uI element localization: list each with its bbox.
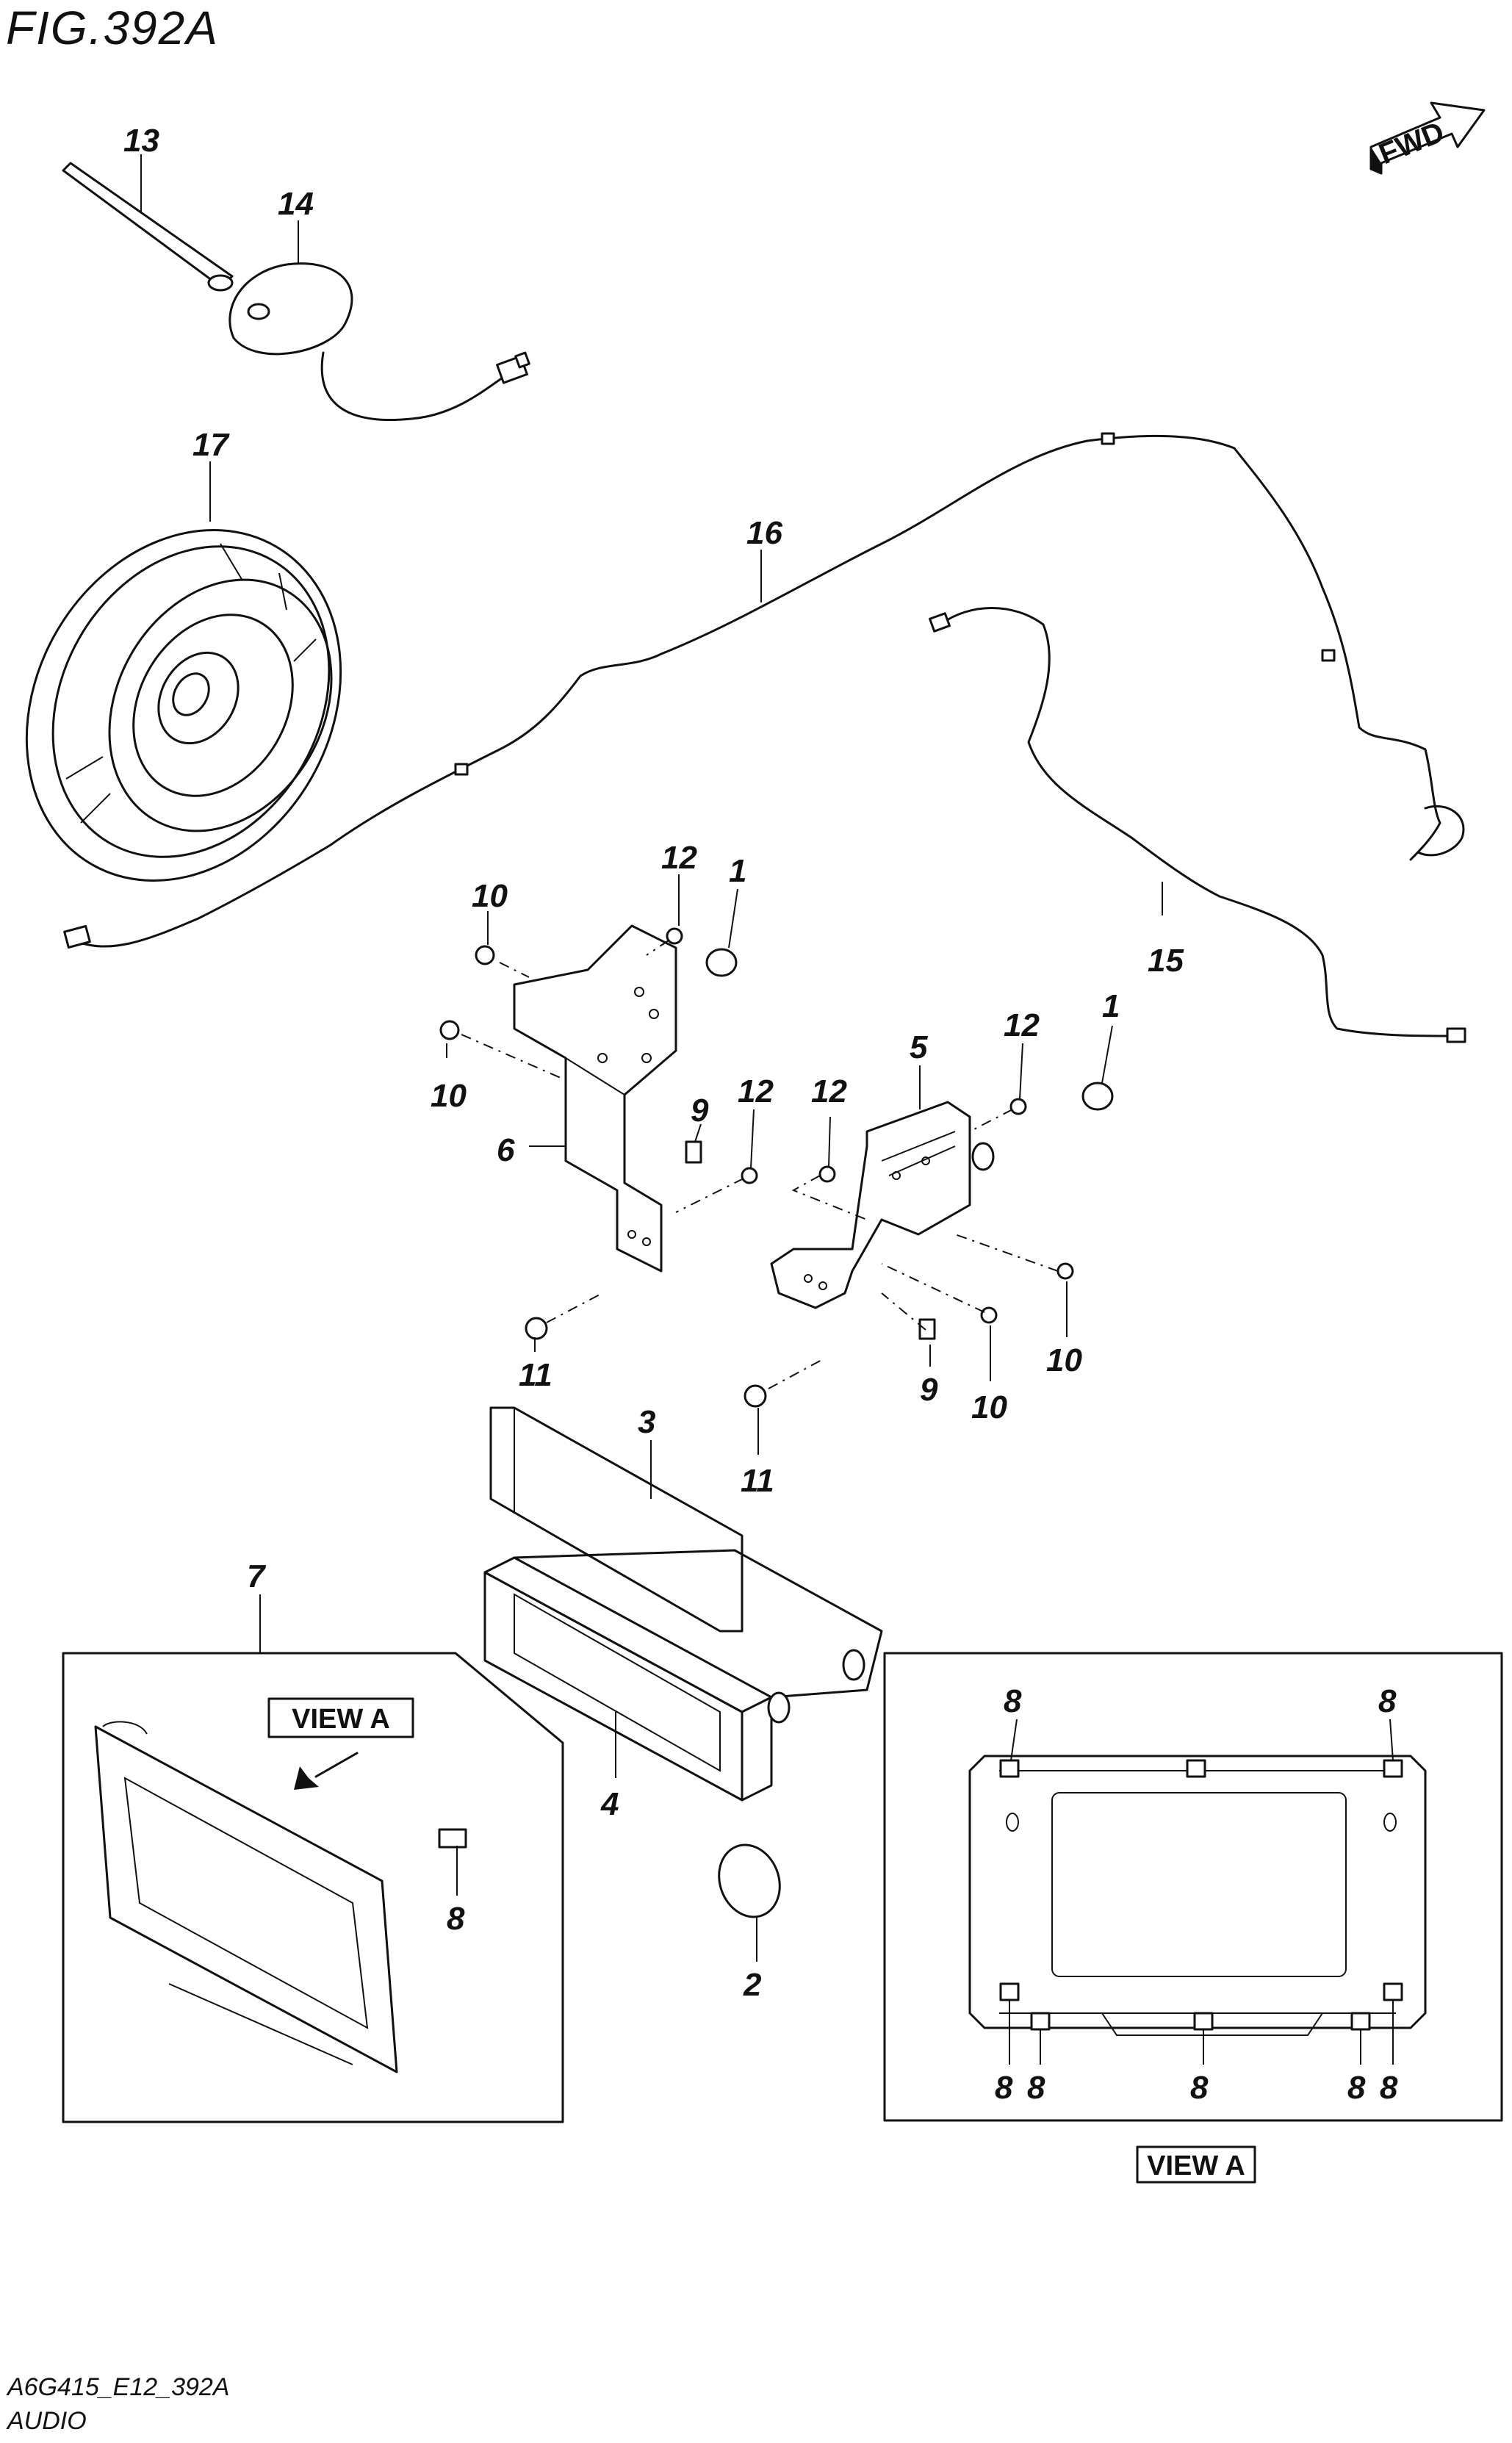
callout-8-c: 8 <box>1378 1683 1397 1719</box>
callout-7: 7 <box>247 1558 267 1594</box>
display-rear-view-box: VIEW A <box>883 1652 1503 2184</box>
callout-12-d: 12 <box>1004 1007 1040 1043</box>
callout-1-b: 1 <box>1102 988 1120 1024</box>
callout-8-a: 8 <box>447 1901 465 1937</box>
display-view-box: VIEW A <box>62 1652 564 2123</box>
view-a-badge-left: VIEW A <box>292 1704 390 1735</box>
callout-11-a: 11 <box>519 1357 552 1393</box>
bracket-right <box>770 1101 995 1309</box>
callout-3: 3 <box>638 1404 655 1440</box>
callout-8-e: 8 <box>1027 2070 1045 2106</box>
callout-14: 14 <box>278 186 314 222</box>
callout-12-b: 12 <box>738 1073 774 1109</box>
callout-8-d: 8 <box>995 2070 1013 2106</box>
section-name: AUDIO <box>6 2407 87 2435</box>
callout-12-a: 12 <box>661 840 697 876</box>
callout-16: 16 <box>746 515 782 551</box>
callout-8-f: 8 <box>1190 2070 1209 2106</box>
wiring-harness-16 <box>63 432 1465 949</box>
cap <box>718 1843 781 1918</box>
callout-11-b: 11 <box>741 1463 774 1499</box>
callout-8-h: 8 <box>1380 2070 1398 2106</box>
callout-13: 13 <box>123 123 159 159</box>
fasteners <box>439 927 1114 1408</box>
callout-10-a: 10 <box>472 878 508 914</box>
callout-15: 15 <box>1148 943 1184 979</box>
callout-17: 17 <box>192 427 230 463</box>
drawing-code: A6G415_E12_392A <box>6 2373 229 2401</box>
figure-title: FIG.392A <box>6 1 219 54</box>
fwd-arrow: FWD <box>1369 101 1486 175</box>
audio-unit <box>483 1549 883 1802</box>
fwd-label: FWD <box>1375 115 1449 170</box>
callout-6: 6 <box>497 1132 515 1168</box>
callout-8-g: 8 <box>1347 2070 1366 2106</box>
speaker <box>25 529 342 882</box>
antenna-rod <box>62 162 234 292</box>
callout-10-d: 10 <box>971 1389 1007 1425</box>
callout-4: 4 <box>600 1786 619 1822</box>
callout-1-a: 1 <box>729 853 746 889</box>
wiring-harness-15 <box>929 607 1466 1043</box>
callout-10-b: 10 <box>431 1078 467 1114</box>
callout-leaders <box>140 154 1394 2065</box>
antenna-base <box>228 262 530 421</box>
view-a-badge-right: VIEW A <box>1147 2151 1245 2181</box>
callout-numbers: 13 14 17 16 15 12 1 10 10 6 9 12 11 12 5… <box>123 123 1398 2106</box>
callout-2: 2 <box>743 1967 762 2003</box>
leader-dash-lines <box>461 940 1059 1389</box>
callout-10-c: 10 <box>1046 1342 1082 1378</box>
callout-5: 5 <box>910 1029 928 1065</box>
callout-8-b: 8 <box>1004 1683 1022 1719</box>
callout-9-a: 9 <box>691 1093 709 1129</box>
callout-12-c: 12 <box>811 1073 847 1109</box>
trim-plate <box>489 1406 744 1633</box>
bracket-left <box>513 924 677 1273</box>
callout-9-b: 9 <box>920 1372 938 1408</box>
